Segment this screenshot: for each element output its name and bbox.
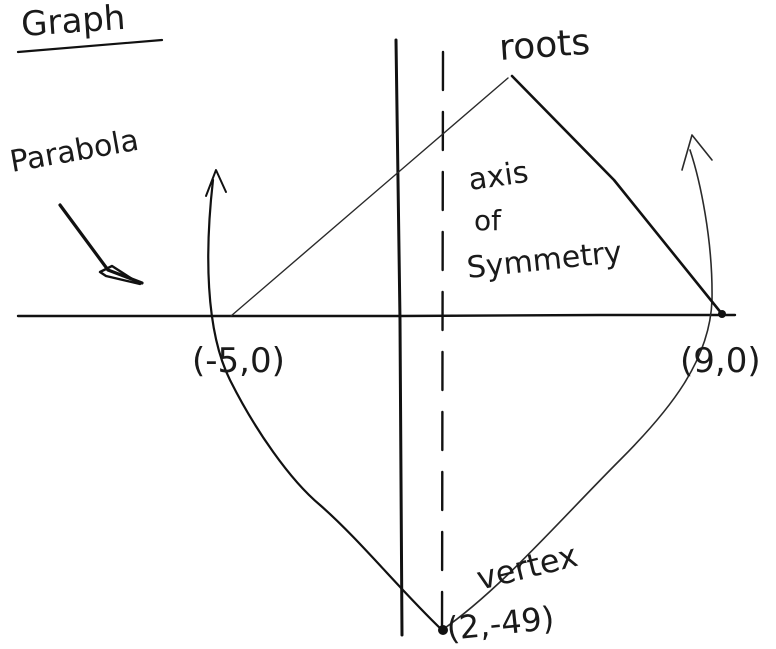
graph-title: Graph: [20, 0, 127, 45]
vertex-label: vertex: [473, 536, 582, 598]
left-root-label: (-5,0): [192, 341, 285, 381]
title-underline: [16, 38, 164, 54]
parabola-right-arrow-icon: [681, 134, 713, 171]
vertex-dot: [438, 625, 448, 635]
vertex-point-label: (2,-49): [445, 599, 556, 648]
roots-pointer-right: [510, 74, 724, 316]
axis-of-symmetry-label-line2: of: [474, 204, 502, 237]
axis-of-symmetry-dashed-line: [440, 50, 445, 640]
roots-label: roots: [498, 22, 592, 69]
right-root-label: (9,0): [680, 341, 761, 381]
axis-of-symmetry-label-line3: Symmetry: [465, 235, 623, 286]
y-axis-line: [394, 38, 404, 637]
parabola-left-arrow-icon: [205, 169, 227, 197]
parabola-label: Parabola: [7, 123, 141, 180]
x-axis-line: [16, 313, 737, 318]
right-root-dot: [718, 310, 726, 318]
parabola-pointer-arrow-head-icon: [98, 264, 142, 286]
roots-pointer-left: [230, 77, 509, 317]
axis-of-symmetry-label-line1: axis: [466, 155, 530, 198]
parabola-right-branch: [441, 149, 713, 631]
parabola-left-branch: [207, 178, 444, 632]
